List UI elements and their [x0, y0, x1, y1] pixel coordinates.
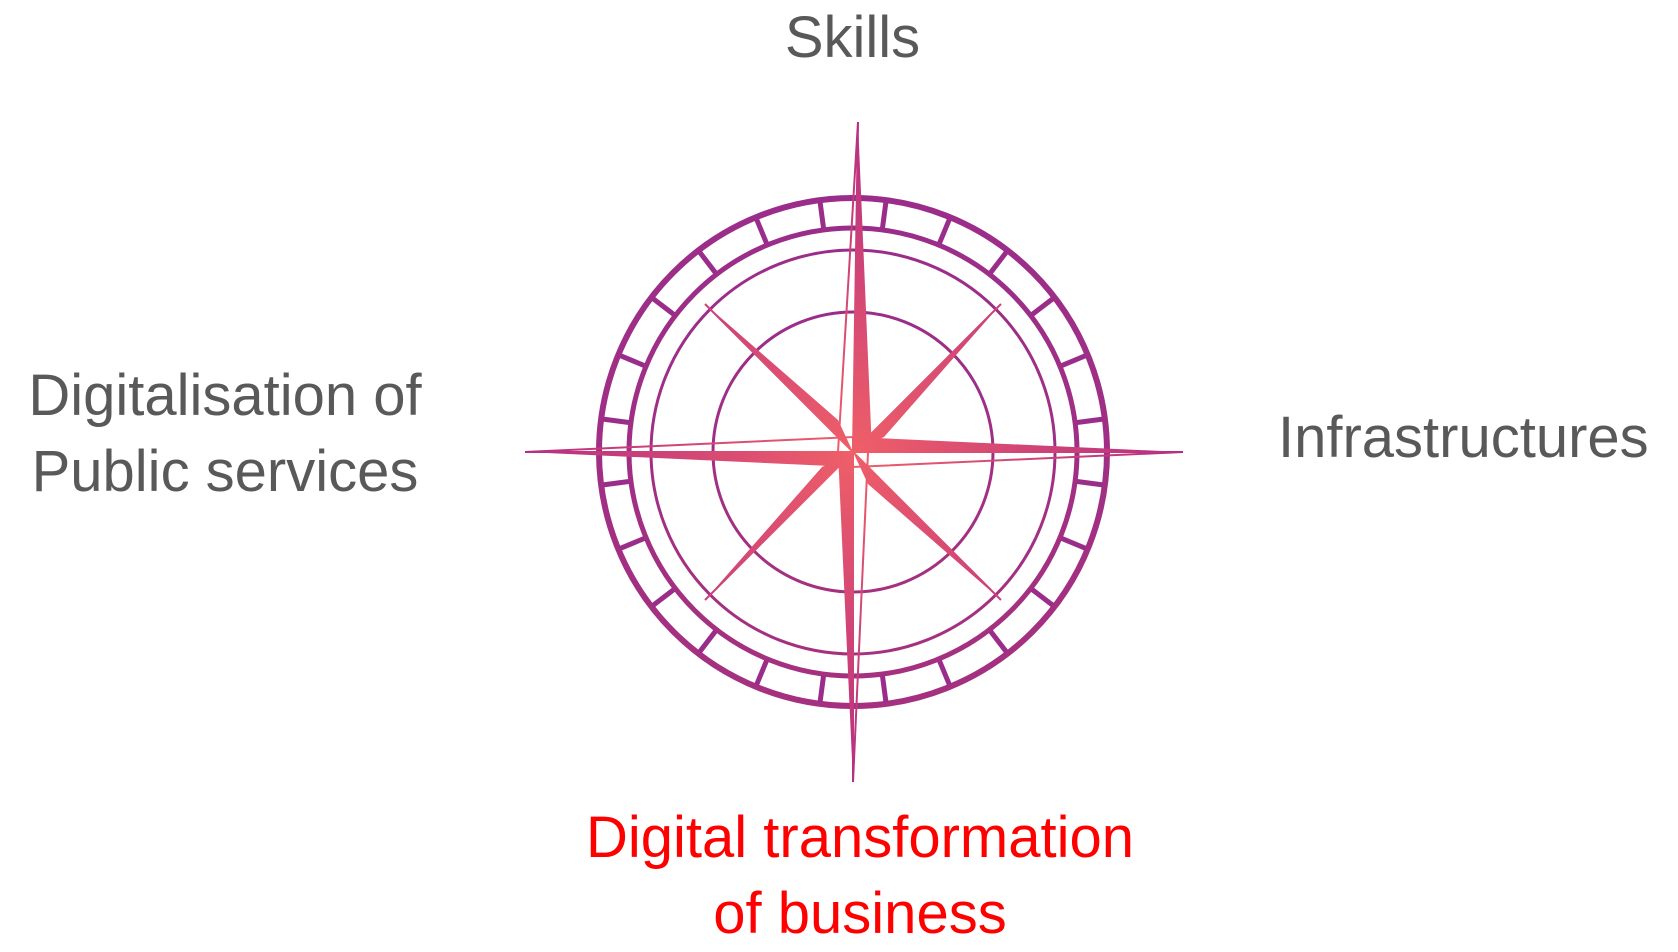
ring-tick — [817, 675, 826, 703]
ring-tick — [880, 201, 889, 229]
ring-tick — [602, 479, 630, 488]
compass-diagonal-arms — [705, 304, 1001, 600]
compass-ticks — [602, 201, 1104, 703]
ring-tick — [1060, 536, 1087, 551]
label-south-line-1: Digital transformation — [586, 805, 1134, 870]
label-west-line-2: Public services — [31, 439, 419, 504]
ring-tick — [937, 659, 952, 686]
ring-tick — [651, 587, 676, 608]
ring-tick — [697, 250, 718, 275]
label-north-skills: Skills — [784, 5, 921, 70]
ring-tick — [817, 201, 826, 229]
ring-tick — [988, 250, 1009, 275]
ring-tick — [1030, 587, 1055, 608]
label-south-business: Digital transformation of business — [0, 800, 1678, 952]
ring-tick — [1060, 353, 1087, 368]
label-south-line-2: of business — [713, 881, 1007, 946]
ring-tick — [697, 629, 718, 654]
ring-tick — [1076, 479, 1104, 488]
compass-cardinal-arms — [524, 121, 1184, 783]
ring-tick — [651, 296, 676, 317]
ring-tick — [619, 536, 646, 551]
ring-tick — [1076, 416, 1104, 425]
label-east-infrastructures: Infrastructures — [1278, 405, 1649, 470]
label-west-line-1: Digitalisation of — [28, 363, 422, 428]
ring-tick — [602, 416, 630, 425]
ring-tick — [1030, 296, 1055, 317]
ring-tick — [754, 218, 769, 245]
ring-tick — [754, 659, 769, 686]
ring-tick — [937, 218, 952, 245]
ring-tick — [880, 675, 889, 703]
ring-tick — [988, 629, 1009, 654]
label-west-public-services: Digitalisation of Public services — [0, 358, 450, 510]
ring-tick — [619, 353, 646, 368]
